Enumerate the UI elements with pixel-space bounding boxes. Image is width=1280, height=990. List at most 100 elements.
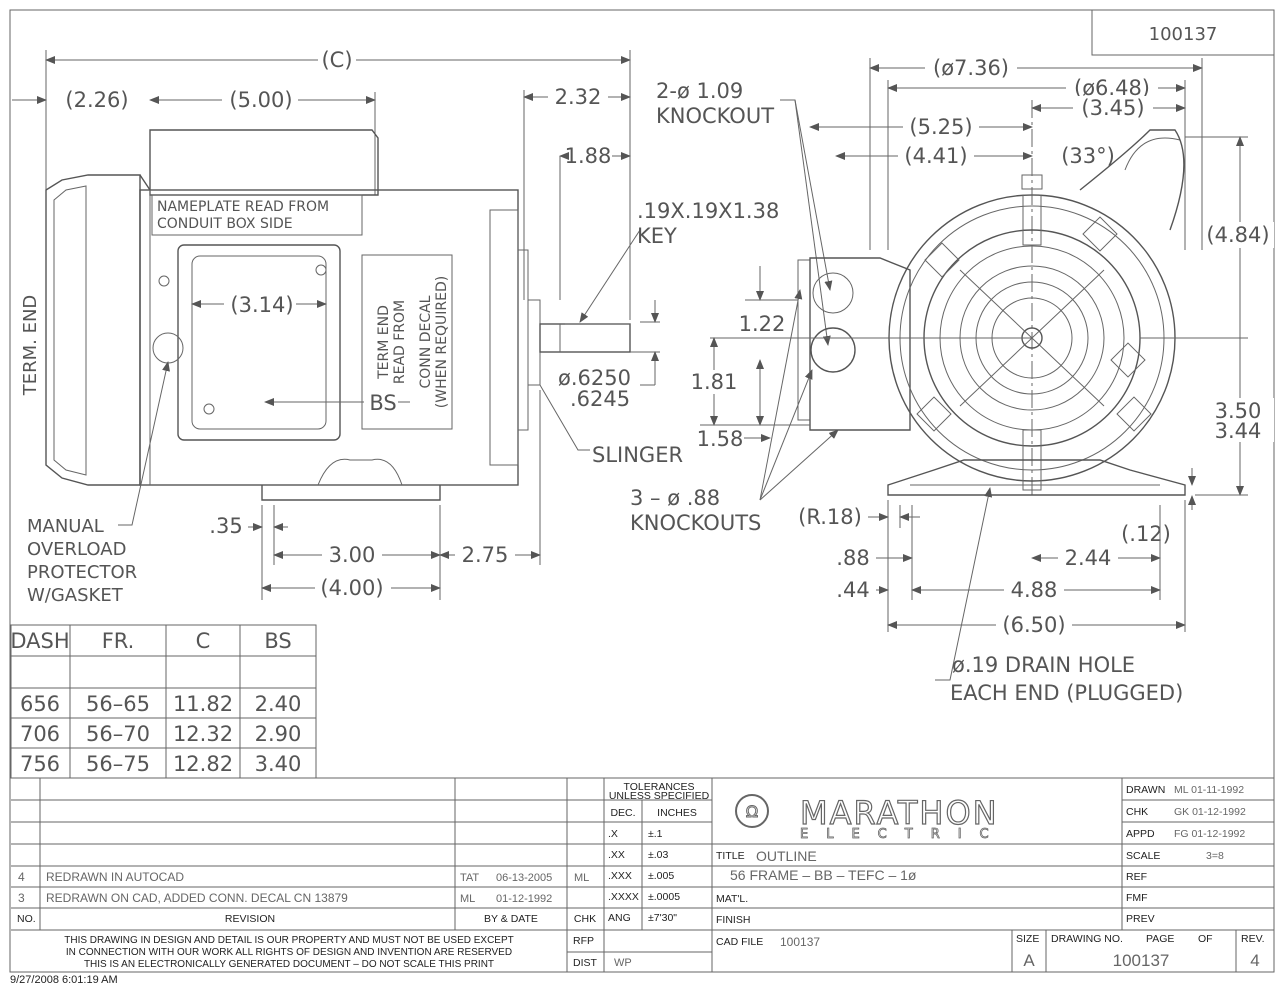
dash-table-cell: 12.32 <box>173 722 233 746</box>
dim-1-22: 1.22 <box>739 312 786 336</box>
finish-label: FINISH <box>716 914 750 926</box>
dash-header-cell: BS <box>264 629 291 653</box>
decal-note-2: READ FROM <box>392 300 408 384</box>
dim-4-41: (4.41) <box>904 144 967 168</box>
dim-2-32: 2.32 <box>555 85 602 109</box>
size-label: SIZE <box>1016 933 1039 945</box>
dim-bs: BS <box>369 391 396 415</box>
tolerance-value: ±.03 <box>648 849 669 861</box>
decal-note-3: CONN DECAL <box>418 295 434 388</box>
notice-line-3: THIS IS AN ELECTRONICALLY GENERATED DOCU… <box>84 959 494 970</box>
dim-5-00: (5.00) <box>229 88 292 112</box>
knockout-dia: 2-ø 1.09 <box>656 79 743 103</box>
drain-note-2: EACH END (PLUGGED) <box>950 681 1183 705</box>
unless-specified-label: UNLESS SPECIFIED <box>609 790 710 802</box>
key-dim: .19X.19X1.38 <box>637 199 779 223</box>
shaft-dia-max: ø.6250 <box>558 366 631 390</box>
col-by-date: BY & DATE <box>484 913 538 925</box>
dim-3-14: (3.14) <box>230 293 293 317</box>
svg-text:Ω: Ω <box>746 802 758 821</box>
decal-note-1: TERM END <box>376 305 392 380</box>
prev-label: PREV <box>1126 913 1155 925</box>
dim-1-88: 1.88 <box>565 144 612 168</box>
dim-0-35: .35 <box>209 514 242 538</box>
dec-label: DEC. <box>610 807 635 819</box>
nameplate-note-2: CONDUIT BOX SIDE <box>157 216 293 232</box>
dim-0-88: .88 <box>836 546 869 570</box>
appd-value: FG 01-12-1992 <box>1174 828 1245 840</box>
tolerance-value: ±.005 <box>648 870 674 882</box>
slinger-label: SLINGER <box>592 443 683 467</box>
dim-r-0-18: (R.18) <box>798 505 862 529</box>
chk-value: GK 01-12-1992 <box>1174 806 1246 818</box>
dash-header-cell: C <box>196 629 211 653</box>
nameplate-note-1: NAMEPLATE READ FROM <box>157 199 329 215</box>
appd-label: APPD <box>1126 828 1155 840</box>
dim-3-45: (3.45) <box>1081 96 1144 120</box>
overload-4: W/GASKET <box>27 585 124 606</box>
overload-1: MANUAL <box>27 516 104 537</box>
tolerance-value: ±.0005 <box>648 891 680 903</box>
dim-1-58: 1.58 <box>697 427 744 451</box>
dim-1-81: 1.81 <box>691 370 738 394</box>
marathon-logo: Ω MARATHON ELECTRIC <box>735 793 1007 842</box>
col-no: NO. <box>17 913 36 925</box>
logo-marathon: MARATHON <box>800 794 999 832</box>
revision-desc: REDRAWN IN AUTOCAD <box>46 870 184 884</box>
tolerance-place: .XX <box>608 849 625 861</box>
chk-label: CHK <box>1126 806 1148 818</box>
dash-table-cell: 2.90 <box>255 722 302 746</box>
dim-0-44: .44 <box>836 578 869 602</box>
title-label: TITLE <box>716 850 745 862</box>
ref-label: REF <box>1126 871 1147 883</box>
inches-label: INCHES <box>657 807 697 819</box>
logo-electric: ELECTRIC <box>800 827 1007 842</box>
dim-3-00: 3.00 <box>329 543 376 567</box>
scale-label: SCALE <box>1126 850 1160 862</box>
material-label: MAT'L. <box>716 893 748 905</box>
shaft-dia-min: .6245 <box>570 387 630 411</box>
dim-3-50: 3.50 <box>1215 399 1262 423</box>
revision-date: 01-12-1992 <box>496 893 552 905</box>
revision-chk: ML <box>574 872 589 884</box>
dash-header-cell: FR. <box>102 629 135 653</box>
drain-note-1: ø.19 DRAIN HOLE <box>952 653 1135 677</box>
revision-no: 3 <box>18 891 25 905</box>
revision-date: 06-13-2005 <box>496 872 552 884</box>
dash-table-cell: 3.40 <box>255 752 302 776</box>
dim-c: (C) <box>321 48 352 72</box>
cad-file-label: CAD FILE <box>716 936 763 948</box>
dim-3-44: 3.44 <box>1215 419 1262 443</box>
rev-label: REV. <box>1241 933 1265 945</box>
notice-line-2: IN CONNECTION WITH OUR WORK ALL RIGHTS O… <box>66 947 512 958</box>
side-view: (C) (2.26) (5.00) 2.32 1.88 NAMEPLATE RE… <box>12 48 779 606</box>
title-line-1: OUTLINE <box>756 848 817 864</box>
dim-6-50: (6.50) <box>1002 613 1065 637</box>
dist-value: WP <box>614 957 632 969</box>
fmf-label: FMF <box>1126 892 1148 904</box>
knockouts-3-dia: 3 – ø .88 <box>630 486 720 510</box>
dash-table-cell: 56–70 <box>86 722 150 746</box>
tolerance-place: .XXXX <box>608 891 639 903</box>
overload-3: PROTECTOR <box>27 562 137 583</box>
tolerances-label: TOLERANCES <box>624 781 695 793</box>
tolerance-value: ±7'30" <box>648 912 677 924</box>
sheet-border <box>9 9 1275 973</box>
dim-4-84: (4.84) <box>1206 223 1269 247</box>
print-timestamp: 9/27/2008 6:01:19 AM <box>10 974 118 986</box>
rfp-label: RFP <box>573 935 594 947</box>
dim-2-26: (2.26) <box>65 88 128 112</box>
dim-4-00: (4.00) <box>320 576 383 600</box>
dash-table-cell: 56–75 <box>86 752 150 776</box>
size-value: A <box>1023 951 1035 970</box>
overload-2: OVERLOAD <box>27 539 126 560</box>
dim-2-75: 2.75 <box>462 543 509 567</box>
dim-dia-7-36: (ø7.36) <box>933 56 1009 80</box>
drawing-number-box <box>1091 9 1275 56</box>
drawn-value: ML 01-11-1992 <box>1174 784 1244 796</box>
decal-note-4: (WHEN REQUIRED) <box>434 276 450 408</box>
drawing-no-value: 100137 <box>1113 951 1170 970</box>
end-view: (ø7.36) (ø6.48) (3.45) (5.25) (4.41) (33… <box>630 56 1274 705</box>
notice-line-1: THIS DRAWING IN DESIGN AND DETAIL IS OUR… <box>64 935 514 946</box>
revision-desc: REDRAWN ON CAD, ADDED CONN. DECAL CN 138… <box>46 891 348 905</box>
